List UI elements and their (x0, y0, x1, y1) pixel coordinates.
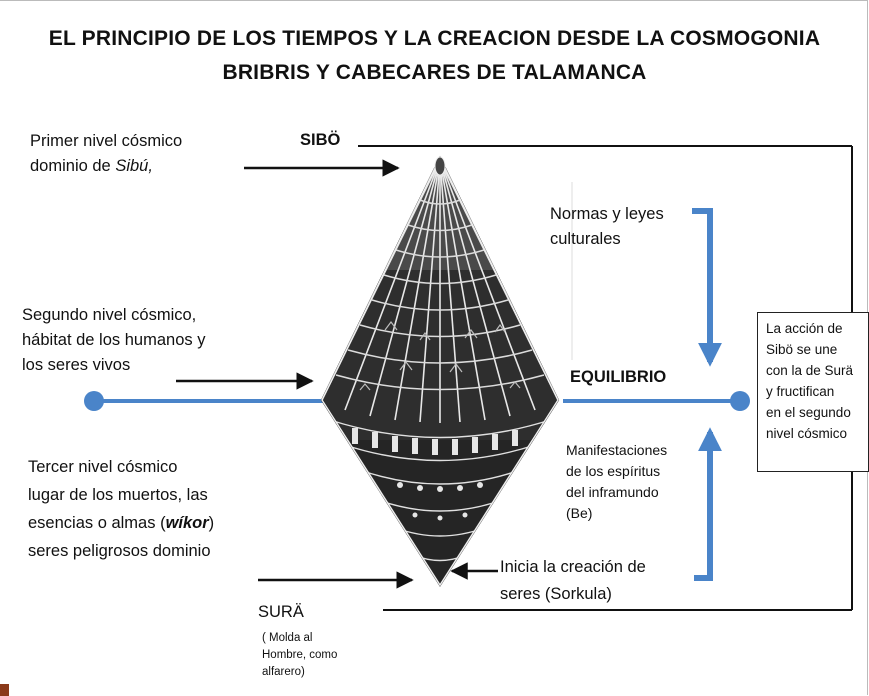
manifest-line2: de los espíritus (566, 463, 661, 479)
level2-label: Segundo nivel cósmico, hábitat de los hu… (22, 303, 205, 378)
level3-line4: seres peligrosos dominio (28, 542, 211, 560)
level2-line3: los seres vivos (22, 356, 131, 374)
creation-line1: Inicia la creación de (500, 558, 646, 576)
sura-description: ( Molda al Hombre, como alfarero) (262, 630, 337, 681)
sura-desc-line2: Hombre, como (262, 649, 338, 661)
level1-label: Primer nivel cósmico dominio de Sibú, (30, 129, 182, 179)
sibo-label: SIBÖ (300, 131, 341, 149)
norms-line2: culturales (550, 230, 621, 248)
box-line4: y fructifican (766, 384, 835, 399)
norms-label: Normas y leyes culturales (550, 202, 664, 252)
level3-line3: esencias o almas (wíkor) (28, 514, 215, 532)
balance-label: EQUILIBRIO (570, 368, 667, 386)
manifest-line4: (Be) (566, 505, 593, 521)
box-line2: Sibö se une (766, 342, 838, 357)
level3-line2: lugar de los muertos, las (28, 486, 208, 504)
title-line-2: BRIBRIS Y CABECARES DE TALAMANCA (222, 61, 647, 84)
creation-label: Inicia la creación de seres (Sorkula) (500, 554, 646, 608)
level1-line2: dominio de Sibú, (30, 157, 153, 175)
box-line3: con la de Surä (766, 363, 854, 378)
level2-line1: Segundo nivel cósmico, (22, 306, 197, 324)
box-line1: La acción de (766, 321, 843, 336)
manifest-line1: Manifestaciones (566, 442, 668, 458)
sura-label: SURÄ (258, 603, 304, 621)
level2-line2: hábitat de los humanos y (22, 331, 206, 349)
corner-accent (0, 684, 9, 696)
level3-line1: Tercer nivel cósmico (28, 458, 178, 476)
norms-bracket (692, 208, 722, 367)
box-line5: en el segundo (766, 405, 851, 420)
action-box: La acción de Sibö se une con la de Surä … (757, 312, 869, 472)
blue-dot-left (84, 391, 104, 411)
box-line6: nivel cósmico (766, 426, 848, 441)
manifest-line3: del inframundo (566, 484, 659, 500)
level1-line1: Primer nivel cósmico (30, 132, 183, 150)
cone-house-illustration (320, 155, 560, 587)
creation-line2: seres (Sorkula) (500, 585, 612, 603)
title-line-1: EL PRINCIPIO DE LOS TIEMPOS Y LA CREACIO… (48, 27, 821, 50)
sura-desc-line3: alfarero) (262, 666, 305, 678)
blue-dot-right (730, 391, 750, 411)
manifest-label: Manifestaciones de los espíritus del inf… (566, 440, 667, 524)
norms-line1: Normas y leyes (550, 205, 664, 223)
level3-label: Tercer nivel cósmico lugar de los muerto… (28, 453, 214, 565)
manifest-bracket (694, 427, 722, 581)
sura-desc-line1: ( Molda al (262, 632, 313, 644)
